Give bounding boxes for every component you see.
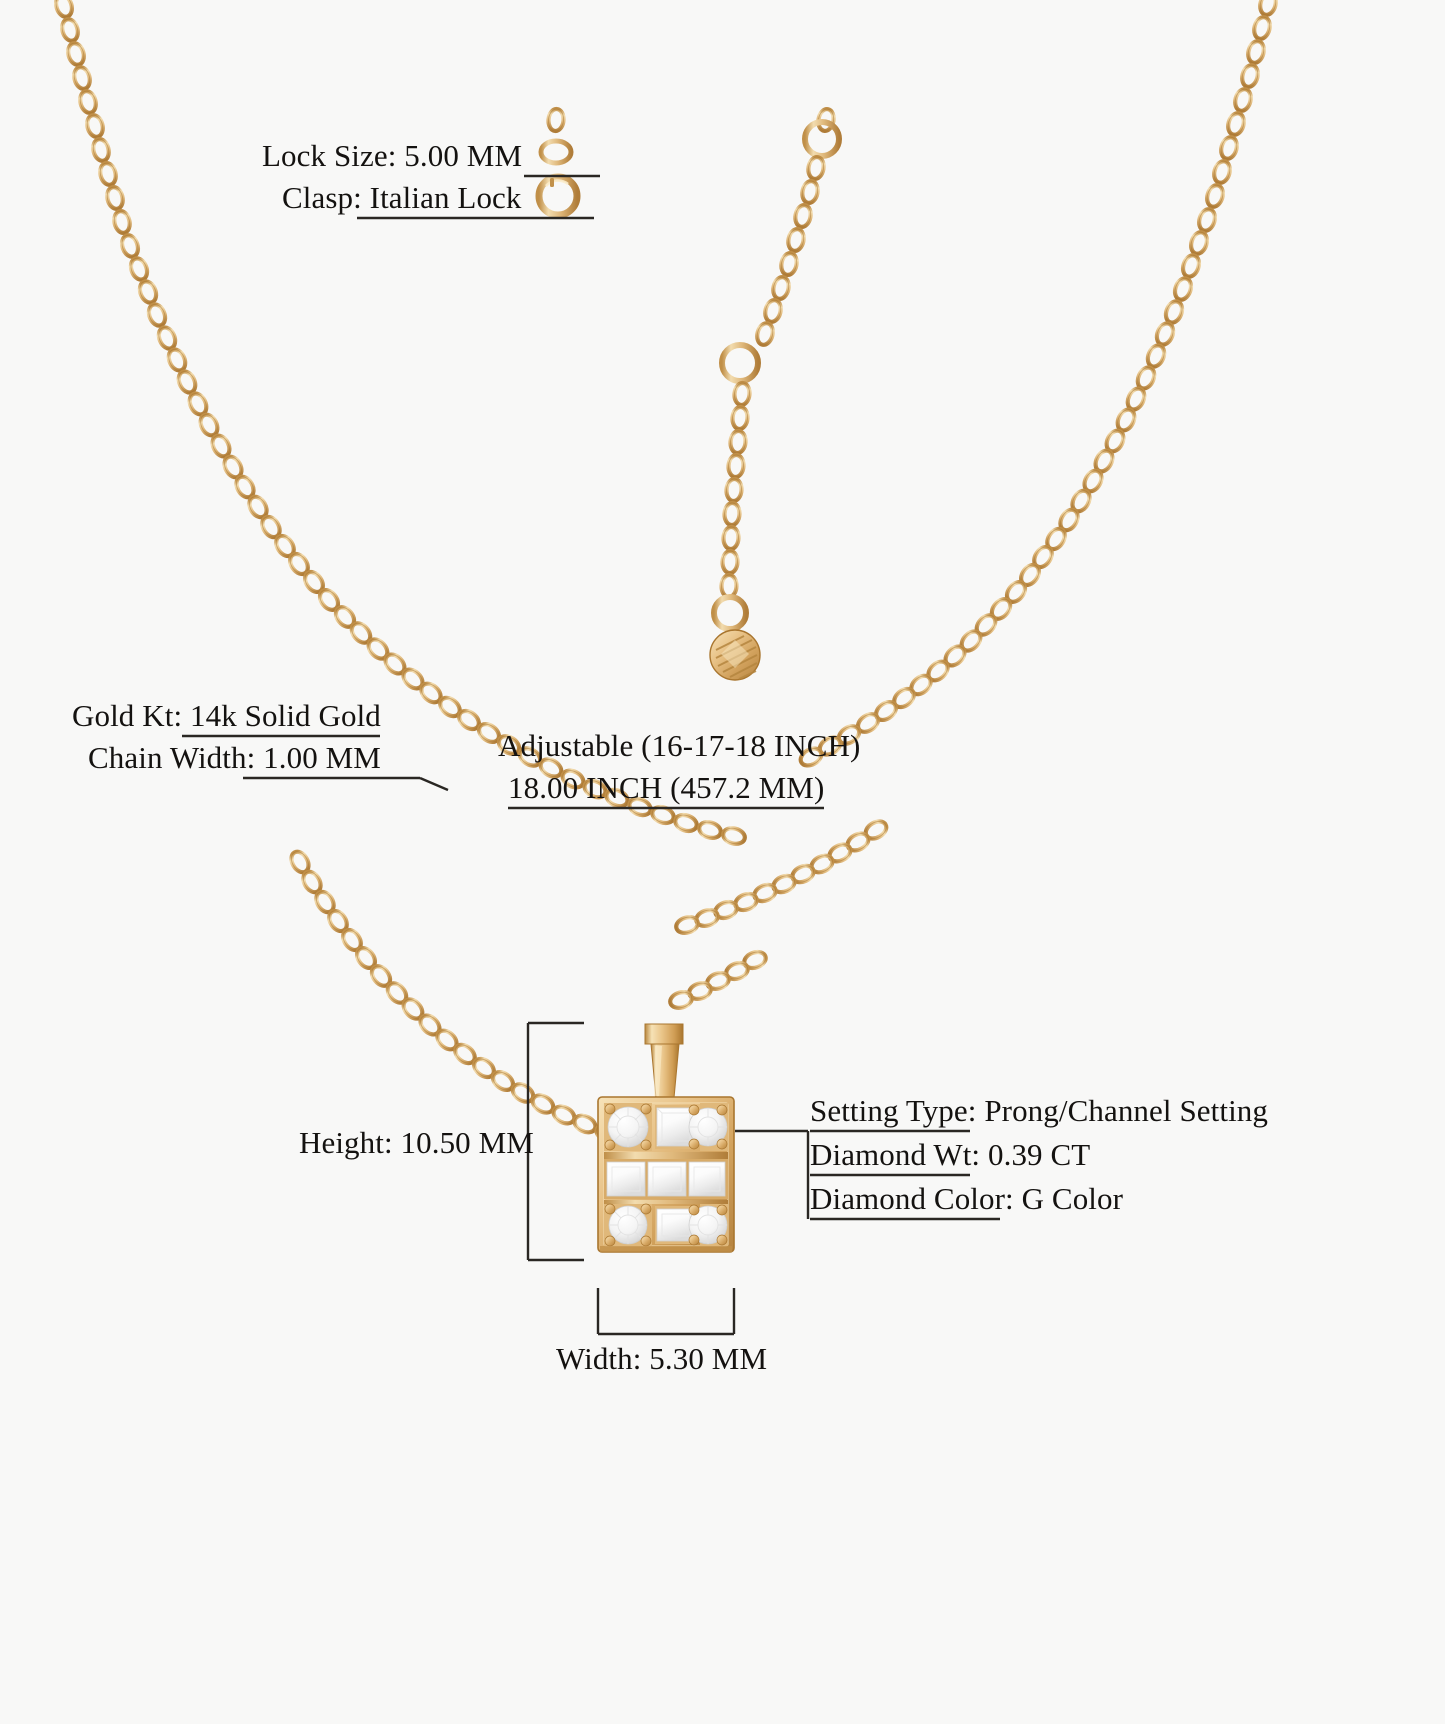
chain-extender (709, 108, 842, 681)
spec-gold-kt: Gold Kt: 14k Solid Gold (72, 698, 381, 733)
spec-diamond-color: Diamond Color: G Color (810, 1181, 1124, 1216)
spec-lock-size: Lock Size: 5.00 MM (262, 138, 523, 173)
extender-ring-icon (719, 342, 761, 384)
spec-setting-type: Setting Type: Prong/Channel Setting (810, 1093, 1268, 1128)
spec-adjustable-length: Adjustable (16-17-18 INCH) (498, 728, 861, 763)
pendant-bail (644, 1023, 684, 1099)
pendant-bottom-row (604, 1203, 728, 1247)
extender-ring-icon (802, 119, 842, 159)
extender-ring-icon (711, 594, 749, 632)
leader-chain-width (419, 776, 449, 792)
pendant-middle-row (604, 1159, 728, 1199)
spec-total-length: 18.00 INCH (457.2 MM) (508, 770, 825, 805)
pendant-top-row (604, 1103, 728, 1151)
spec-diamond-weight: Diamond Wt: 0.39 CT (810, 1137, 1091, 1172)
chain-extender-tag-icon (709, 629, 761, 681)
chain-right (668, 0, 1278, 1010)
spec-pendant-height: Height: 10.50 MM (299, 1125, 534, 1160)
spec-pendant-width: Width: 5.30 MM (556, 1341, 768, 1376)
callout-rules (182, 174, 1000, 1336)
spec-chain-width: Chain Width: 1.00 MM (88, 740, 381, 775)
chain-left-upper (288, 849, 642, 1152)
rectangular-diamond-pendant-icon (597, 1023, 735, 1253)
spec-clasp: Clasp: Italian Lock (282, 180, 522, 215)
spring-ring-clasp-icon (535, 108, 581, 219)
pendant-lower-middle-row (604, 1200, 728, 1204)
